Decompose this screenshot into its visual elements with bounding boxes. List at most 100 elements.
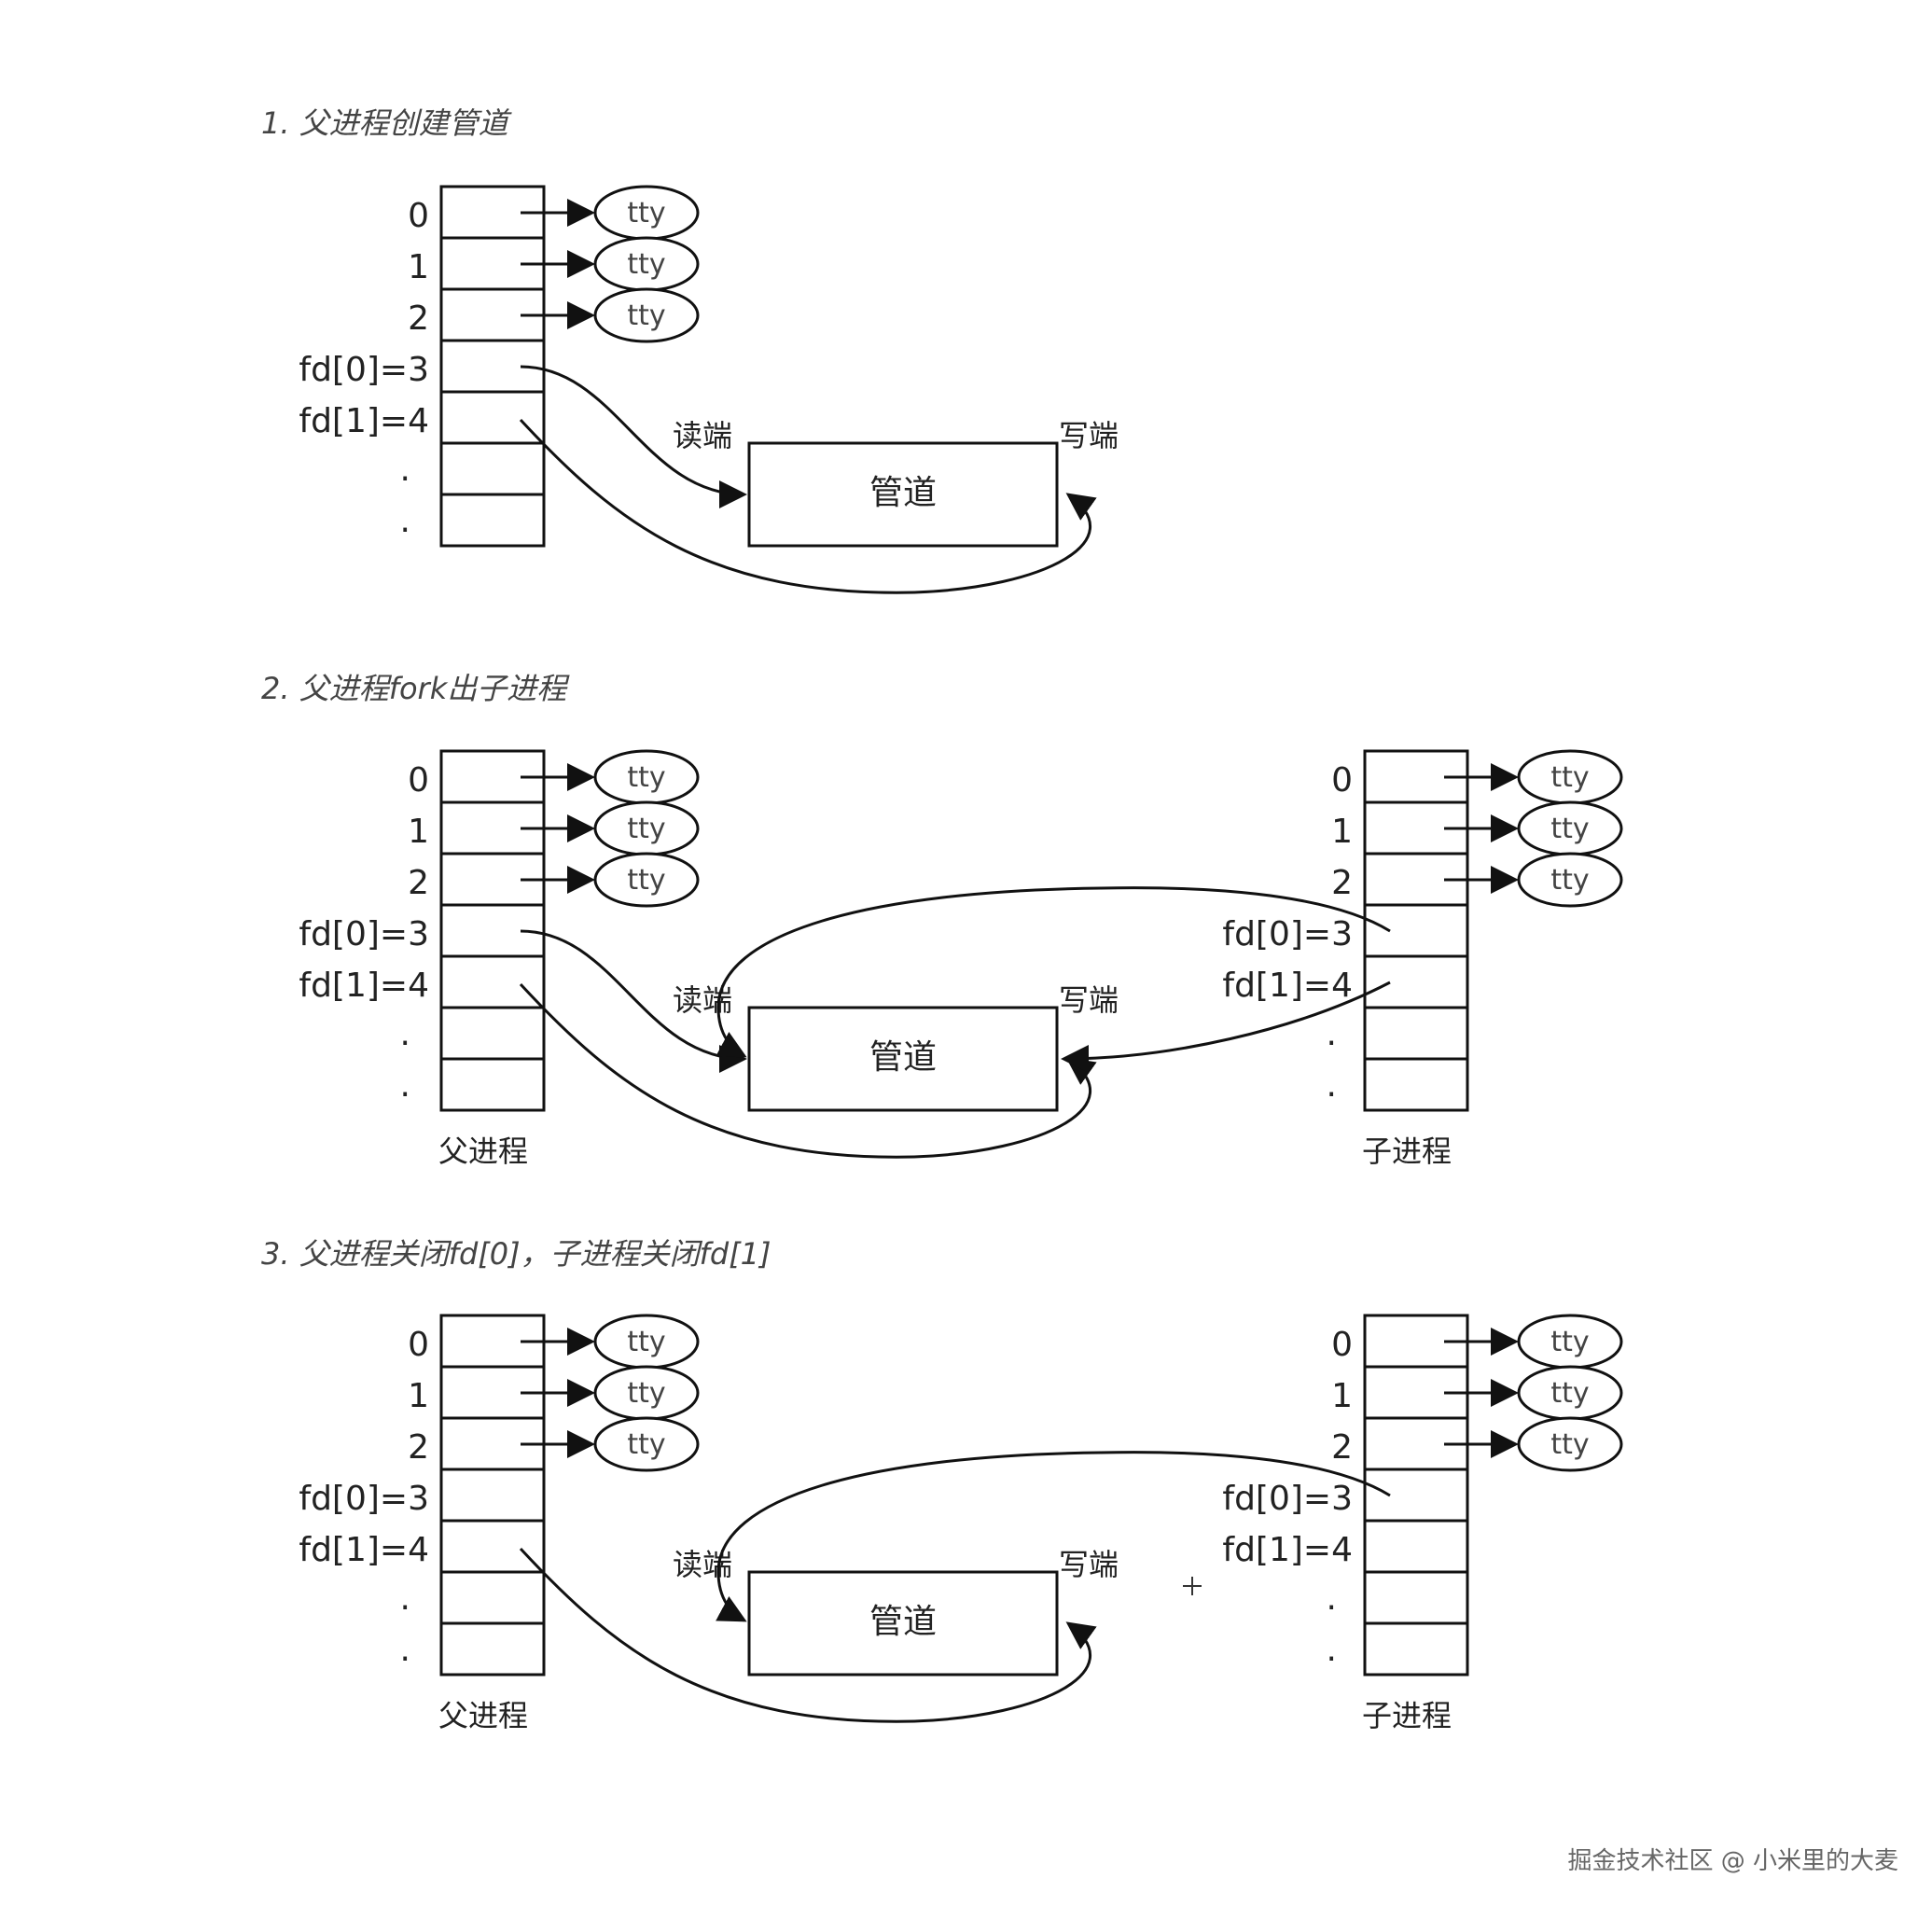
- fd-label-2: 2: [408, 299, 429, 338]
- fd-label-1: 1: [408, 1377, 429, 1415]
- child-process-caption: 子进程: [1362, 1698, 1452, 1733]
- fd-cell-4: [1363, 1519, 1469, 1574]
- arrow-child-fd4-write-end: [1061, 981, 1391, 1073]
- fd-label-3: fd[0]=3: [299, 1480, 429, 1518]
- section-2-parent-fd-table: 0 1 2 fd[0]=3 fd[1]=4 . . 父进程: [299, 749, 546, 1169]
- fd-label-5: .: [1327, 1579, 1337, 1618]
- pipe-write-end-label: 写端: [1059, 1547, 1119, 1582]
- fd-cell-4: [439, 390, 546, 445]
- fd-label-5: .: [400, 1015, 410, 1053]
- pipe-write-end-label: 写端: [1059, 418, 1119, 453]
- fd-label-4: fd[1]=4: [1222, 1531, 1353, 1569]
- section-2-child-tty: tty tty tty: [1444, 749, 1623, 908]
- tty-label: tty: [1550, 1326, 1589, 1358]
- fd-label-1: 1: [408, 248, 429, 286]
- fd-cell-6: [439, 1621, 546, 1676]
- fd-label-3: fd[0]=3: [1222, 915, 1353, 953]
- fd-label-4: fd[1]=4: [1222, 967, 1353, 1005]
- fd-label-5: .: [1327, 1015, 1337, 1053]
- fd-label-0: 0: [408, 1326, 429, 1364]
- fd-cell-3: [439, 1468, 546, 1523]
- tty-label: tty: [627, 864, 665, 897]
- tty-label: tty: [1550, 813, 1589, 845]
- tty-node: [1517, 1416, 1623, 1472]
- section-1-parent-fd-table: 0 1 2 fd[0]=3 fd[1]=4 . .: [299, 185, 546, 548]
- tty-label: tty: [627, 248, 665, 281]
- section-3-parent-fd-table: 0 1 2 fd[0]=3 fd[1]=4 . . 父进程: [299, 1314, 546, 1733]
- fd-label-1: 1: [408, 813, 429, 851]
- fd-label-6: .: [1327, 1066, 1337, 1105]
- fd-cell-6: [1363, 1057, 1469, 1112]
- arrow-fd3-read-end: [520, 365, 747, 508]
- fd-label-2: 2: [1331, 1428, 1353, 1467]
- section-2-pipe: 管道 读端 写端: [519, 886, 1391, 1159]
- arrow-child-fd3-read-end: [716, 1451, 1391, 1622]
- fd-label-6: .: [1327, 1631, 1337, 1669]
- tty-node: [593, 287, 700, 343]
- child-process-caption: 子进程: [1362, 1134, 1452, 1169]
- fd-label-6: .: [400, 1631, 410, 1669]
- fd-cell-5: [1363, 1006, 1469, 1061]
- tty-label: tty: [627, 813, 665, 845]
- arrow-child-fd3-read-end: [716, 886, 1391, 1058]
- fd-label-1: 1: [1331, 1377, 1353, 1415]
- arrow-parent-fd4-write-end: [519, 1547, 1097, 1723]
- fd-label-0: 0: [1331, 761, 1353, 800]
- fd-label-0: 0: [408, 761, 429, 800]
- pipe-box: [747, 1570, 1059, 1676]
- fd-label-4: fd[1]=4: [299, 1531, 429, 1569]
- fd-cell-5: [439, 1006, 546, 1061]
- tty-node: [1517, 852, 1623, 908]
- pipe-label: 管道: [869, 1038, 937, 1077]
- fd-label-2: 2: [408, 864, 429, 902]
- fd-cell-5: [439, 1570, 546, 1625]
- section-3-heading: 3. 父进程关闭fd[0]，子进程关闭fd[1]: [261, 1236, 771, 1272]
- fd-label-3: fd[0]=3: [299, 351, 429, 389]
- tty-label: tty: [627, 1326, 665, 1358]
- arrow-parent-fd4-write-end: [519, 982, 1097, 1159]
- fd-label-5: .: [400, 451, 410, 489]
- fd-label-2: 2: [1331, 864, 1353, 902]
- tty-label: tty: [627, 761, 665, 794]
- fd-cell-6: [439, 493, 546, 548]
- tty-node: [593, 852, 700, 908]
- fd-cell-6: [1363, 1621, 1469, 1676]
- section-3-child-tty: tty tty tty: [1444, 1314, 1623, 1472]
- section-2-child-fd-table: 0 1 2 fd[0]=3 fd[1]=4 . . 子进程: [1222, 749, 1469, 1169]
- tty-label: tty: [627, 299, 665, 332]
- tty-label: tty: [1550, 1428, 1589, 1461]
- fd-cell-5: [1363, 1570, 1469, 1625]
- watermark: 掘金技术社区 @ 小米里的大麦: [1567, 1847, 1898, 1875]
- section-3-pipe: 管道 读端 写端: [519, 1451, 1391, 1723]
- pipe-box: [747, 441, 1059, 548]
- fd-cell-6: [439, 1057, 546, 1112]
- cursor-crosshair-icon: [1183, 1577, 1202, 1595]
- fd-label-0: 0: [1331, 1326, 1353, 1364]
- fd-cell-3: [1363, 903, 1469, 958]
- fd-label-2: 2: [408, 1428, 429, 1467]
- section-3-parent-tty: tty tty tty: [521, 1314, 700, 1472]
- tty-label: tty: [627, 1377, 665, 1410]
- fd-label-3: fd[0]=3: [299, 915, 429, 953]
- pipe-label: 管道: [869, 474, 937, 512]
- pipe-write-end-label: 写端: [1059, 982, 1119, 1018]
- pipe-box: [747, 1006, 1059, 1112]
- fd-label-4: fd[1]=4: [299, 967, 429, 1005]
- tty-label: tty: [627, 1428, 665, 1461]
- section-2: 2. 父进程fork出子进程 0 1 2 fd[0]=3 fd[1]=4 . .…: [261, 671, 1623, 1169]
- tty-node: [593, 1416, 700, 1472]
- tty-label: tty: [627, 197, 665, 230]
- fd-cell-4: [439, 1519, 546, 1574]
- parent-process-caption: 父进程: [438, 1698, 528, 1733]
- fd-label-0: 0: [408, 197, 429, 235]
- arrow-parent-fd3-read-end: [520, 929, 747, 1073]
- fd-label-5: .: [400, 1579, 410, 1618]
- fd-cell-4: [439, 954, 546, 1009]
- fd-cell-5: [439, 441, 546, 496]
- section-1: 1. 父进程创建管道 0 1 2 fd[0]=3 fd[1]=4 . . tty: [261, 105, 1119, 594]
- fd-cell-0: [1363, 749, 1469, 804]
- tty-label: tty: [1550, 864, 1589, 897]
- fd-label-1: 1: [1331, 813, 1353, 851]
- fd-cell-4: [1363, 954, 1469, 1009]
